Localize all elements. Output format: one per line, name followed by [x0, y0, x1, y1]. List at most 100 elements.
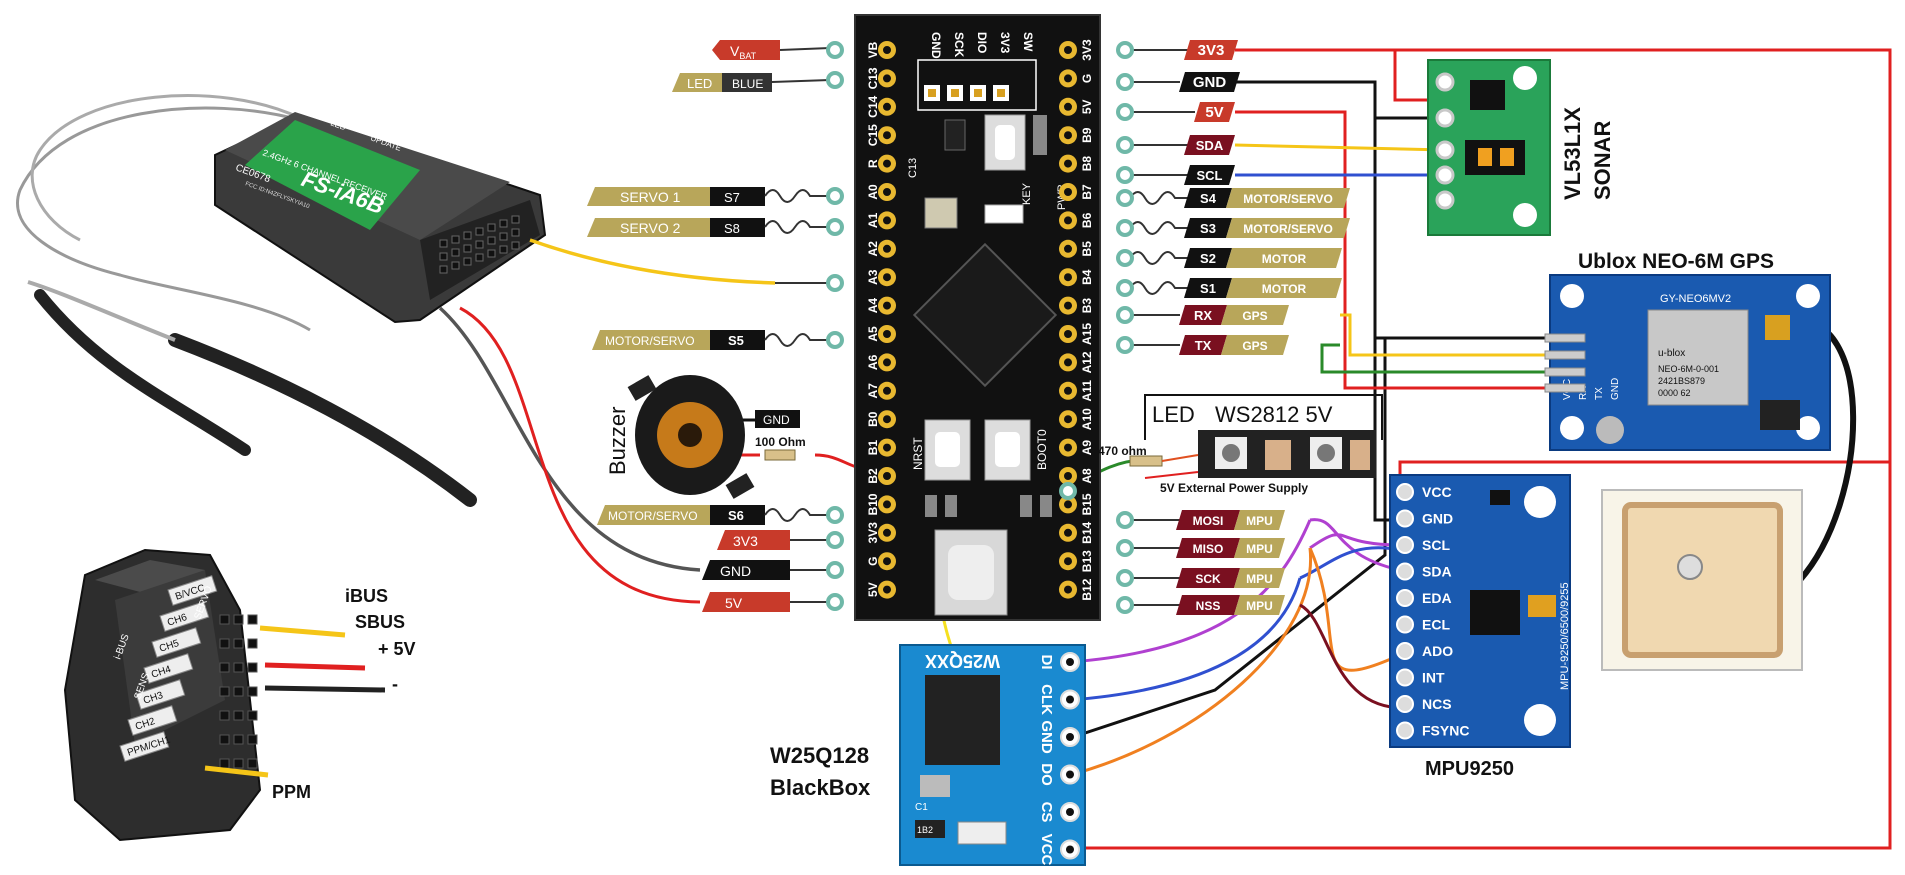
tag-s2-desc-box [1226, 248, 1342, 268]
tag-vbat: VBAT [730, 43, 757, 61]
mcu-right-pin-label: A12 [1080, 351, 1094, 373]
wire-sda [1234, 143, 1446, 152]
sonar-pin [1435, 140, 1455, 160]
receiver-top: FS-iA6B 2.4GHz 6 CHANNEL RECEIVER CE0678… [214, 112, 547, 324]
connector-dot [826, 218, 844, 236]
mpu-chip [1470, 590, 1520, 635]
mcu-right-pin-label: B12 [1080, 578, 1094, 600]
tag-s3-desc-box [1226, 218, 1350, 238]
mpu-pin-label: GND [1422, 511, 1453, 527]
connector-dot [1116, 136, 1134, 154]
mcu-right-pin-label: B6 [1080, 212, 1094, 228]
receiver-port [159, 601, 210, 632]
sonar-pin [1435, 190, 1455, 210]
led-resistor [1129, 455, 1163, 467]
mcu-right-pin-label: B15 [1080, 493, 1094, 515]
tag-s2-box [1184, 248, 1232, 268]
connector-dot [1116, 41, 1134, 59]
mcu-right-pin-label: B5 [1080, 241, 1094, 257]
flash-r-label: 1B2 [917, 825, 933, 835]
mcu-right-pin-label: A10 [1080, 408, 1094, 430]
tag-3v3-right: 3V3 [1198, 42, 1225, 59]
mpu-pin-label: SCL [1422, 537, 1450, 553]
mcu-right-pin-label: B14 [1080, 521, 1094, 543]
tag-3v3-right-box [1184, 40, 1238, 60]
gps-title: Ublox NEO-6M GPS [1578, 250, 1774, 273]
connector-dot [1116, 336, 1134, 354]
swd-pin-label: GND [929, 32, 943, 59]
tag-gnd-left: GND [720, 563, 751, 579]
connector-dot [1116, 103, 1134, 121]
gps-header-pin [1544, 333, 1586, 343]
mpu-pin-label: ECL [1422, 617, 1450, 633]
led-strip: LED WS2812 5V 470 ohm 5V External Power … [1098, 394, 1383, 495]
connector-dot [1116, 596, 1134, 614]
tag-5v-left: 5V [725, 595, 743, 611]
connector-dot [1116, 249, 1134, 267]
flash-pin-label: DO [1038, 763, 1055, 786]
mpu-pin-label: EDA [1422, 590, 1452, 606]
tag-nss: NSS [1196, 599, 1221, 613]
mcu-right-pin-label: 5V [1080, 99, 1094, 114]
left-tags: VBAT LED BLUE SERVO 1 S7 SERVO 2 S8 MOTO… [587, 40, 844, 612]
tag-s1-desc-box [1226, 278, 1342, 298]
tag-miso-desc-box [1234, 538, 1285, 558]
connector-dot [1116, 73, 1134, 91]
mcu-c13-label: C13 [907, 158, 919, 178]
tag-tx-box [1179, 335, 1227, 355]
mcu-left-pin-label: R [866, 159, 880, 168]
mpu-pin-label: ADO [1422, 643, 1453, 659]
connector-dot [1116, 189, 1134, 207]
sonar-sensor [1465, 140, 1525, 175]
sonar-title1: VL53L1X [1560, 107, 1585, 200]
tag-led: LED [687, 76, 712, 91]
mcu-boot0-label: BOOT0 [1035, 429, 1049, 470]
flash-pin-label: GND [1038, 720, 1055, 754]
tag-gnd-right: GND [1193, 74, 1227, 91]
gps-header-pin [1544, 367, 1586, 377]
wire-gnd [1235, 80, 1445, 120]
led-resistor-label: 470 ohm [1098, 444, 1147, 458]
connector-dot [1116, 569, 1134, 587]
mcu-key-label: KEY [1021, 182, 1033, 205]
buzzer-resistor-label: 100 Ohm [755, 435, 806, 449]
connector-dot [826, 274, 844, 292]
wire-3v3-rail [1070, 48, 1892, 850]
mpu-pin [1396, 615, 1414, 634]
wire-ado [1308, 547, 1401, 672]
mpu-pin [1396, 483, 1414, 501]
tag-sck-desc: MPU [1246, 572, 1273, 586]
wire-gps-rx [1340, 313, 1550, 357]
tag-sck: SCK [1195, 572, 1221, 586]
wire-ibus [259, 625, 346, 638]
connector-dot [1116, 306, 1134, 324]
tag-servo1: SERVO 1 [620, 189, 681, 205]
right-tags [1129, 49, 1195, 606]
connector-dot [1116, 279, 1134, 297]
wire-plus5v [264, 662, 366, 671]
gps-pin-label: GND [1610, 378, 1621, 400]
mcu-right-pin-label: B9 [1080, 127, 1094, 143]
gps-antenna-connector [1765, 315, 1790, 340]
tag-3v3-left: 3V3 [733, 533, 758, 549]
led-model: WS2812 5V [1215, 402, 1333, 427]
connector-dot [826, 561, 844, 579]
flash-title1: W25Q128 [770, 743, 869, 768]
sonar-title2: SONAR [1590, 120, 1615, 200]
receiver-port [135, 679, 186, 710]
swd-pin-label: SW [1021, 32, 1035, 52]
tag-s4-desc-box [1226, 188, 1350, 208]
sonar-pin [1435, 72, 1455, 92]
mpu-pin [1396, 668, 1414, 687]
mpu-pin [1396, 536, 1414, 554]
flash-c-label: C1 [915, 802, 928, 813]
tag-s4: S4 [1200, 191, 1217, 206]
buzzer-gnd: GND [763, 413, 790, 427]
connector-dot [826, 331, 844, 349]
mcu-left-pin-label: G [866, 557, 880, 566]
connector-dot [826, 531, 844, 549]
mcu-left-pin-label: C15 [866, 124, 880, 146]
mpu-pin-label: SDA [1422, 564, 1452, 580]
tag-sda-box [1184, 135, 1235, 155]
connector-dot [1116, 219, 1134, 237]
